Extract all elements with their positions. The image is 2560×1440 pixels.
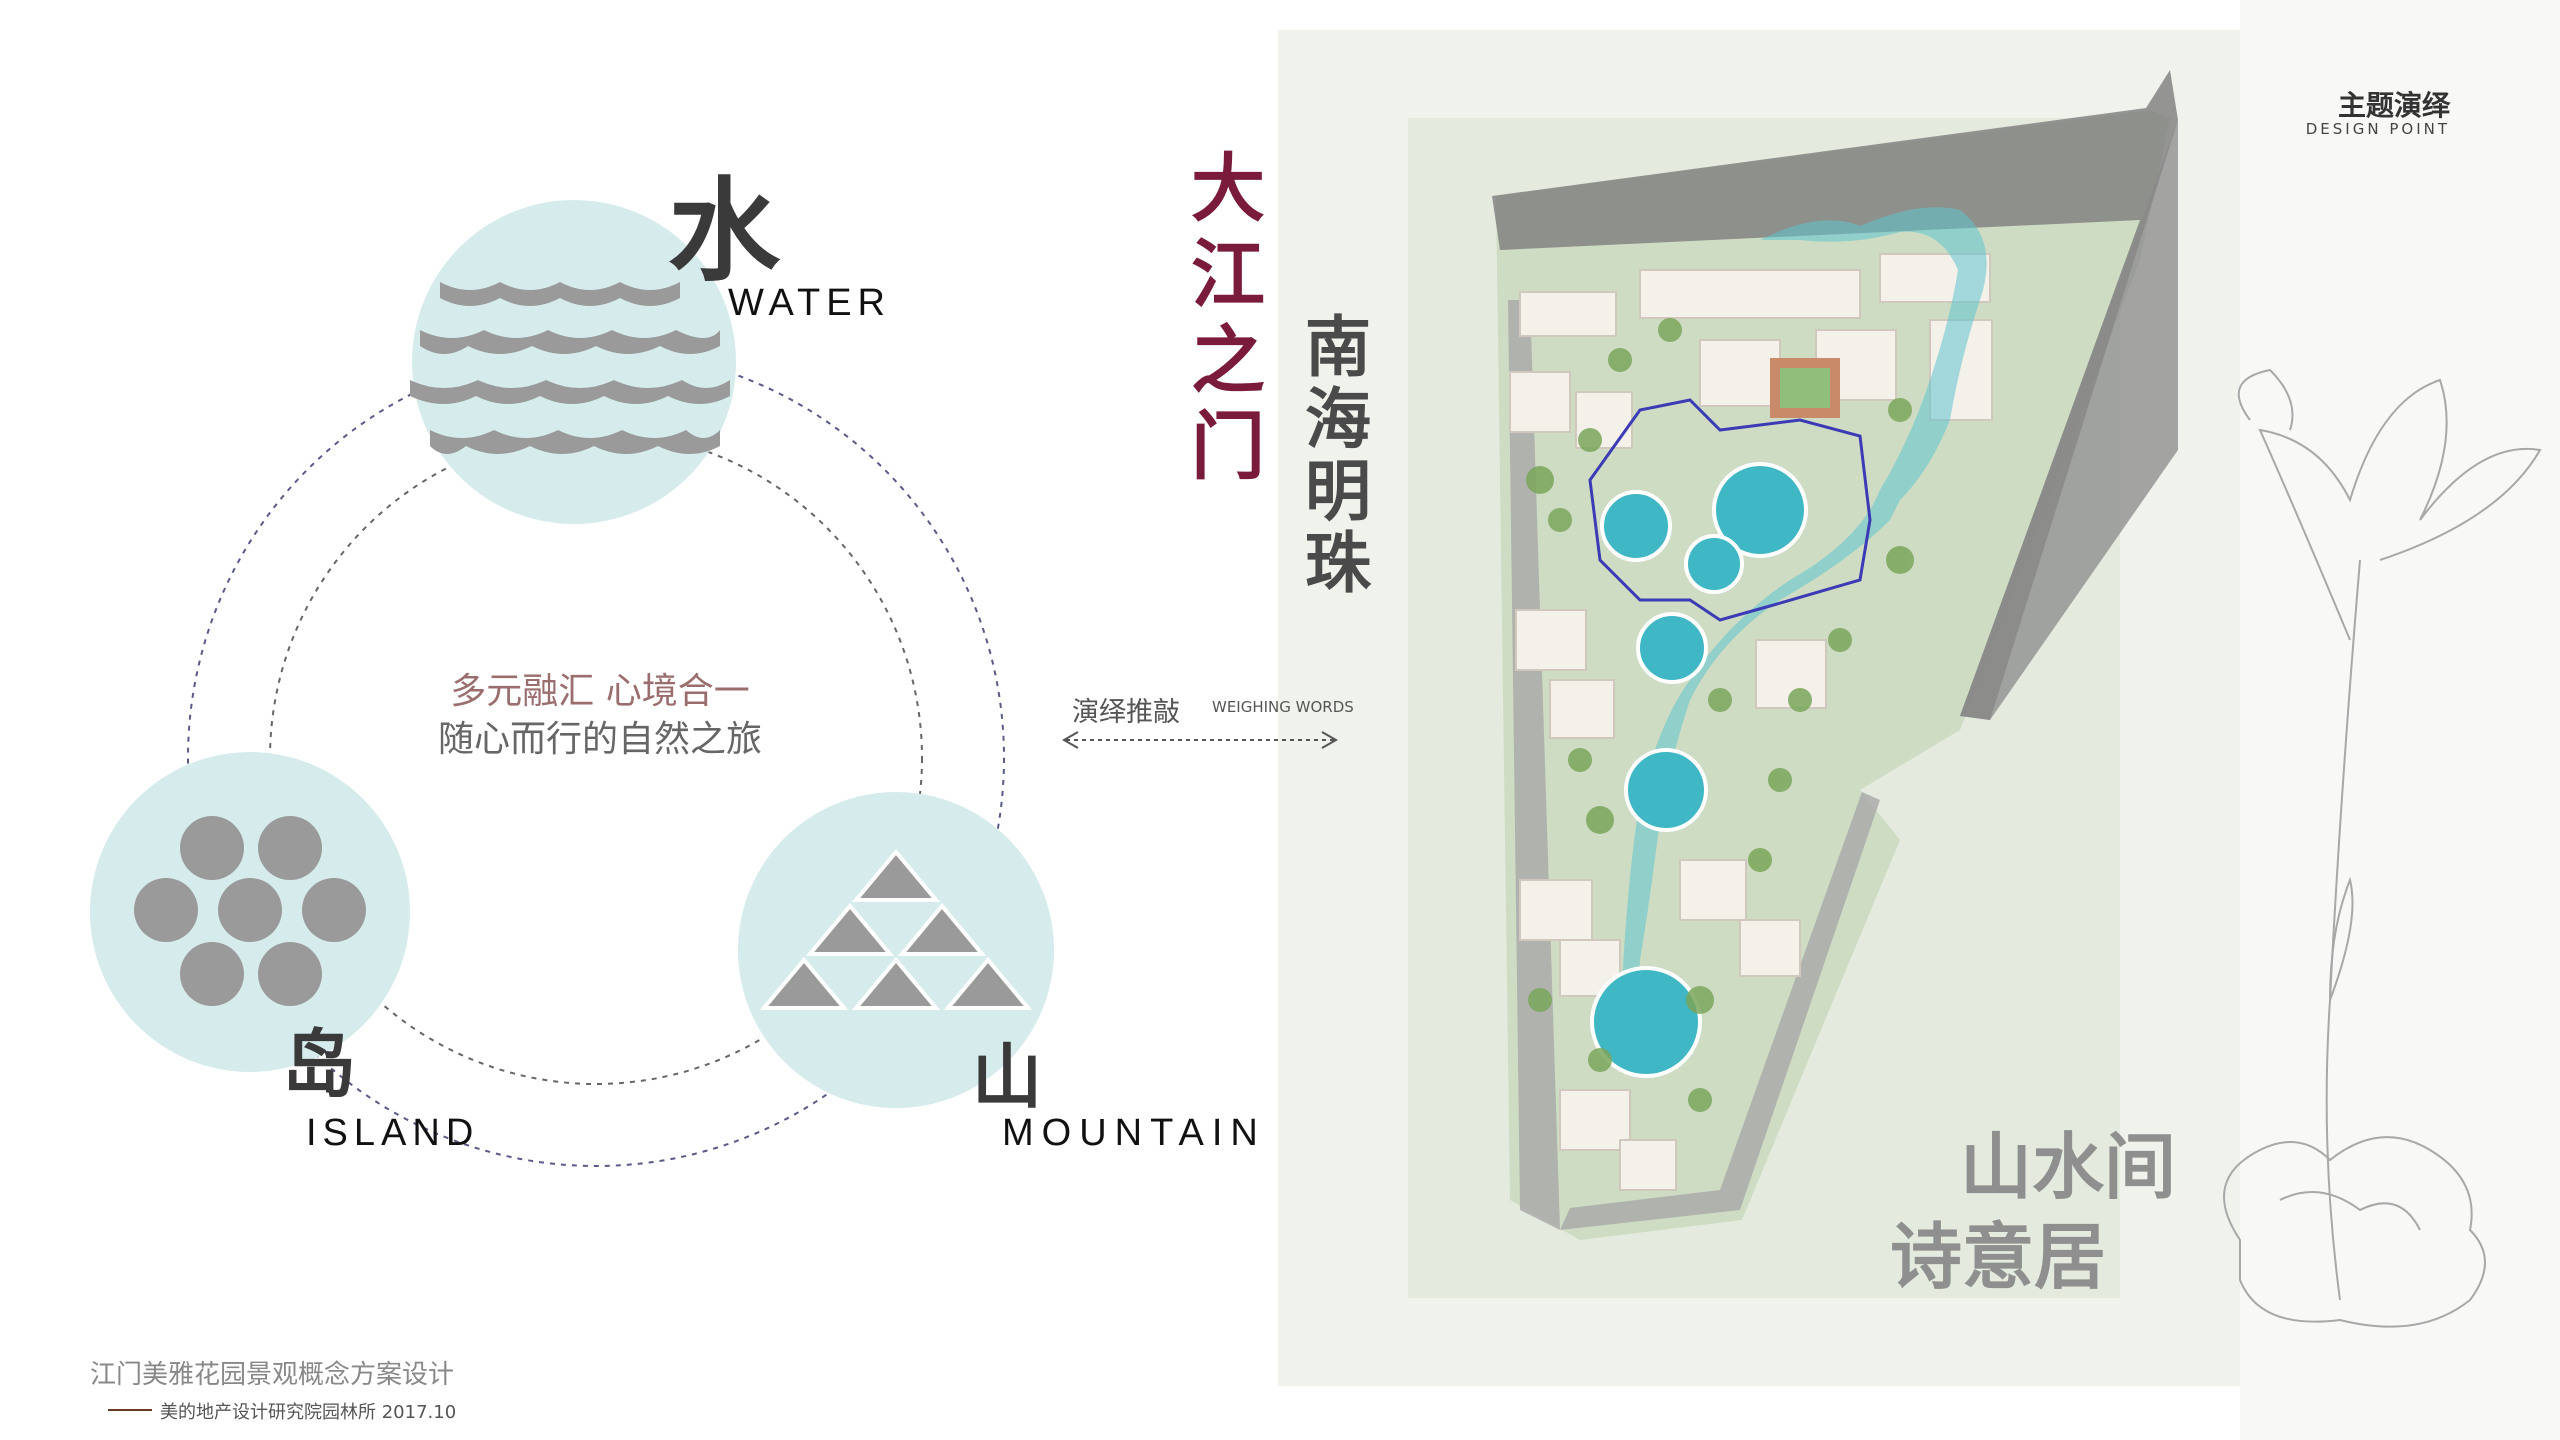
concept-diagram	[90, 200, 1339, 1167]
water-wave-icon	[410, 282, 730, 454]
mountain-circle	[738, 792, 1054, 1108]
vertical-char: 江	[1191, 232, 1265, 318]
trees	[1526, 318, 1914, 1112]
vertical-char: 珠	[1305, 525, 1371, 602]
residential-buildings	[1509, 253, 1993, 1191]
mountain-label: MOUNTAIN	[1002, 1112, 1266, 1154]
weighing-label-cn: 演绎推敲	[1072, 697, 1180, 728]
east-road	[1960, 120, 2178, 720]
north-road	[1492, 70, 2178, 720]
vertical-title-gray: 南 海 明 珠	[1298, 312, 1378, 600]
weighing-label-en: WEIGHING WORDS	[1212, 698, 1354, 716]
vertical-title-red: 大 江 之 门	[1188, 146, 1268, 490]
mountain-title: 山	[972, 1036, 1042, 1118]
footer-divider	[108, 1409, 152, 1411]
footer-subtitle: 美的地产设计研究院园林所 2017.10	[160, 1402, 457, 1423]
footer-title: 江门美雅花园景观概念方案设计	[90, 1360, 455, 1390]
site-lawn	[1496, 110, 2170, 1240]
south-road	[1560, 792, 1880, 1230]
center-subtagline: 随心而行的自然之旅	[437, 719, 762, 760]
theme-title: 主题演绎	[2337, 89, 2450, 122]
water-label: WATER	[728, 282, 891, 324]
mountain-triangles-icon	[759, 848, 1033, 1010]
lotus-sketch	[2223, 368, 2542, 1328]
theme-subtitle: DESIGN POINT	[2305, 120, 2450, 138]
island-label: ISLAND	[306, 1112, 480, 1154]
vertical-char: 海	[1305, 381, 1371, 458]
vertical-char: 之	[1191, 318, 1265, 404]
sketch-panel	[2240, 0, 2560, 1440]
center-tagline: 多元融汇 心境合一	[450, 671, 750, 712]
weighing-arrow	[1061, 731, 1339, 749]
plaza-lawn	[1780, 368, 1830, 408]
outer-orbit-ring	[187, 349, 1005, 1167]
vertical-char: 门	[1191, 404, 1265, 490]
water-pools	[1590, 462, 1808, 1078]
slogan-line2: 诗意居	[1890, 1215, 2107, 1299]
slogan-line1: 山水间	[1960, 1125, 2177, 1209]
vertical-char: 大	[1191, 146, 1265, 232]
water-title: 水	[668, 167, 780, 297]
island-dots-icon	[134, 816, 366, 1006]
vertical-char: 明	[1305, 453, 1371, 530]
island-title: 岛	[282, 1022, 356, 1108]
vertical-char: 南	[1305, 309, 1371, 386]
garden-boundary	[1588, 398, 1872, 622]
